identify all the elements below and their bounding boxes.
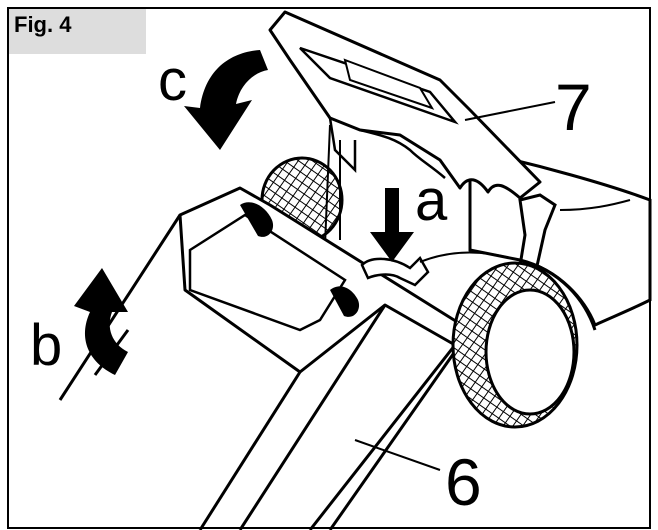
latch-spring bbox=[419, 251, 511, 263]
callout-c: c bbox=[158, 48, 187, 113]
catcher-lid-bottom bbox=[359, 128, 446, 179]
catcher-lid-front bbox=[328, 117, 357, 174]
latch-hook bbox=[360, 255, 430, 287]
callout-b: b bbox=[30, 313, 62, 378]
callout-7: 7 bbox=[555, 70, 592, 144]
main-wheel-hub bbox=[484, 288, 576, 416]
bracket-link bbox=[324, 124, 341, 246]
handle-rail-tube-c bbox=[328, 329, 472, 530]
wheel-arch bbox=[519, 258, 597, 331]
handle-rail-tube-b bbox=[238, 304, 387, 530]
callout-a: a bbox=[415, 168, 448, 233]
handle-peg-upper bbox=[240, 202, 274, 237]
figure-label: Fig. 4 bbox=[14, 12, 72, 37]
catcher-lid-slot bbox=[343, 58, 435, 110]
mounting-bracket bbox=[516, 193, 557, 280]
arrow-b-rail bbox=[93, 329, 130, 376]
arrow-c bbox=[184, 50, 268, 150]
body-detail-line bbox=[559, 199, 631, 211]
handle-rail-tube-d bbox=[308, 344, 457, 530]
arrow-a bbox=[370, 188, 414, 262]
arrow-b bbox=[74, 268, 128, 375]
leader-line-6 bbox=[354, 439, 441, 471]
figure-label-tab bbox=[8, 8, 146, 54]
leader-line-7 bbox=[464, 101, 556, 121]
handle-peg-lower bbox=[330, 286, 360, 317]
handle-rail-tube-a bbox=[198, 371, 302, 530]
handle-panel bbox=[188, 213, 347, 332]
callout-6: 6 bbox=[445, 445, 482, 519]
